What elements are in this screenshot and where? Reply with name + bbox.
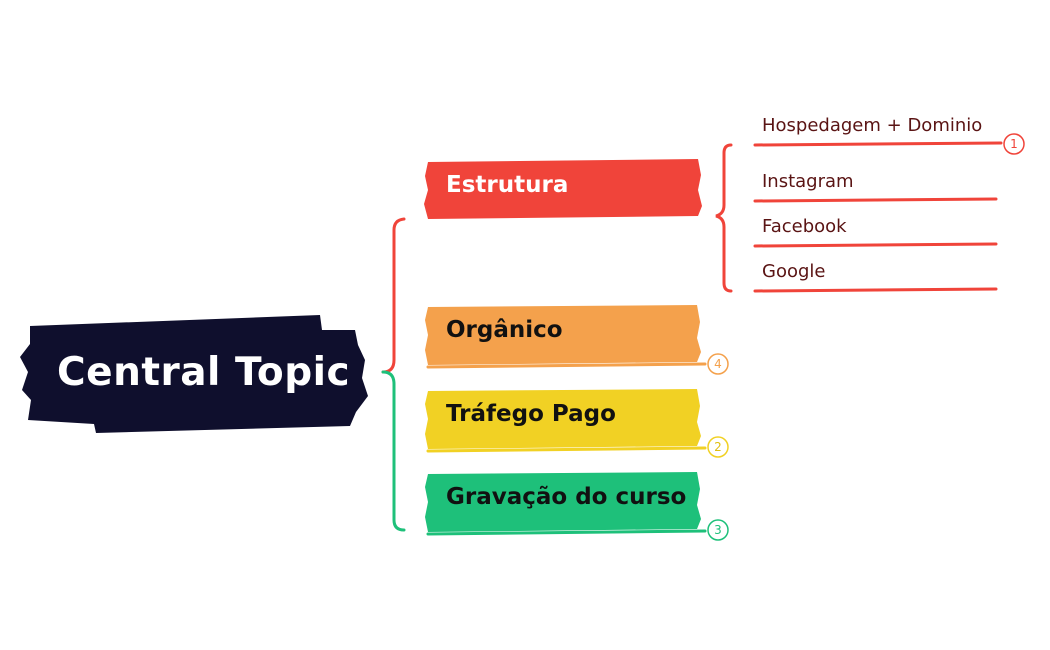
subtopic-instagram[interactable]: Instagram bbox=[762, 171, 854, 192]
main-topic-shape-trafego bbox=[425, 389, 701, 449]
main-topic-trafego-pago[interactable]: Tráfego Pago bbox=[446, 401, 616, 427]
main-topic-shape-organico bbox=[425, 305, 701, 365]
branch-connector-green bbox=[381, 370, 406, 532]
priority-marker-trafego[interactable]: 2 bbox=[707, 436, 729, 458]
subtopic-hospedagem-dominio[interactable]: Hospedagem + Dominio bbox=[762, 115, 983, 136]
main-topic-shape-estrutura bbox=[424, 159, 702, 219]
central-topic-shape bbox=[20, 315, 368, 433]
main-topic-gravacao-do-curso[interactable]: Gravação do curso bbox=[446, 484, 687, 510]
subtopic-underlines bbox=[753, 141, 1003, 293]
priority-marker-hospedagem[interactable]: 1 bbox=[1003, 133, 1025, 155]
main-topic-shape-gravacao bbox=[425, 472, 701, 532]
subtopic-brace bbox=[715, 143, 733, 293]
subtopic-google[interactable]: Google bbox=[762, 261, 826, 282]
main-topic-estrutura[interactable]: Estrutura bbox=[446, 172, 569, 198]
main-topic-underlines bbox=[426, 362, 707, 536]
branch-connector-red bbox=[381, 217, 406, 374]
central-topic[interactable]: Central Topic bbox=[57, 350, 351, 395]
main-topic-organico[interactable]: Orgânico bbox=[446, 317, 563, 343]
central-branch-connector bbox=[381, 217, 406, 532]
subtopic-facebook[interactable]: Facebook bbox=[762, 216, 847, 237]
priority-marker-gravacao[interactable]: 3 bbox=[707, 519, 729, 541]
priority-marker-organico[interactable]: 4 bbox=[707, 353, 729, 375]
